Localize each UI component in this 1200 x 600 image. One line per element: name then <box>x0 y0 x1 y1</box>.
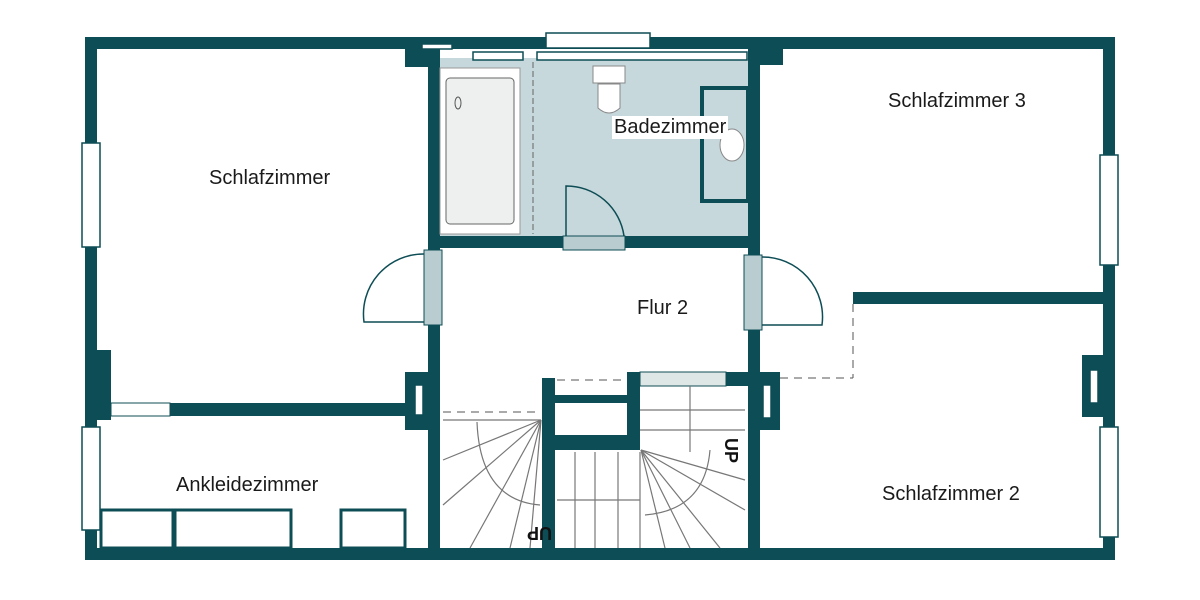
wardrobes <box>99 508 407 550</box>
room-label-schlafzimmer: Schlafzimmer <box>209 167 331 189</box>
room-label-badezimmer: Badezimmer <box>612 116 729 139</box>
room-label-ankleidezimmer: Ankleidezimmer <box>176 474 319 496</box>
door-swings <box>362 185 824 326</box>
door-leaves <box>110 235 763 417</box>
windows <box>81 32 1119 538</box>
stairs <box>442 386 746 549</box>
stair-up-label-right: UP <box>721 437 742 464</box>
stair-up-label-left: UP <box>527 523 553 543</box>
bathtub-basin <box>445 77 515 225</box>
room-label-flur-2: Flur 2 <box>637 297 689 319</box>
room-label-schlafzimmer-3: Schlafzimmer 3 <box>888 90 1026 112</box>
room-label-schlafzimmer-2: Schlafzimmer 2 <box>882 483 1020 505</box>
walls <box>85 37 1115 560</box>
dashed-lines <box>443 304 854 413</box>
toilet-tank <box>592 65 626 84</box>
vanity <box>700 86 750 203</box>
drain-icon <box>454 96 462 110</box>
toilet-bowl <box>597 83 621 114</box>
